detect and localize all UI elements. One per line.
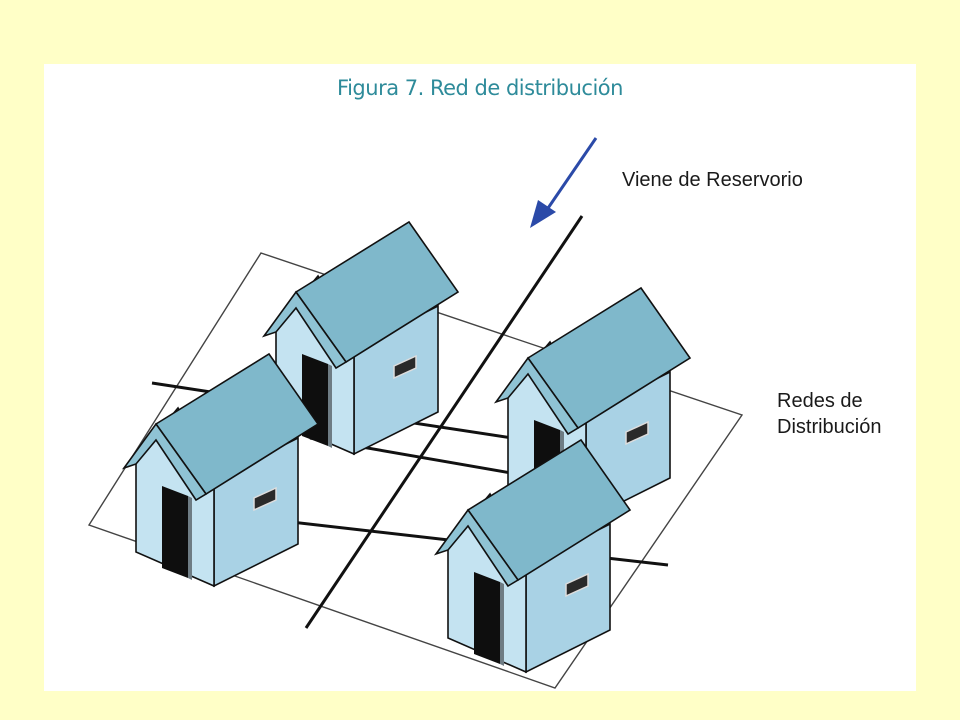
flow-arrow-icon <box>530 137 598 228</box>
networks-label-line1: Redes de <box>777 390 863 412</box>
source-label: Viene de Reservorio <box>622 169 803 191</box>
house-icon <box>123 353 319 587</box>
house-icon <box>435 439 631 673</box>
main-pipe <box>304 215 584 629</box>
networks-label: Redes de Distribución <box>777 388 881 440</box>
networks-label-line2: Distribución <box>777 416 882 438</box>
figure-caption: Figura 7. Red de distribución <box>337 76 623 100</box>
